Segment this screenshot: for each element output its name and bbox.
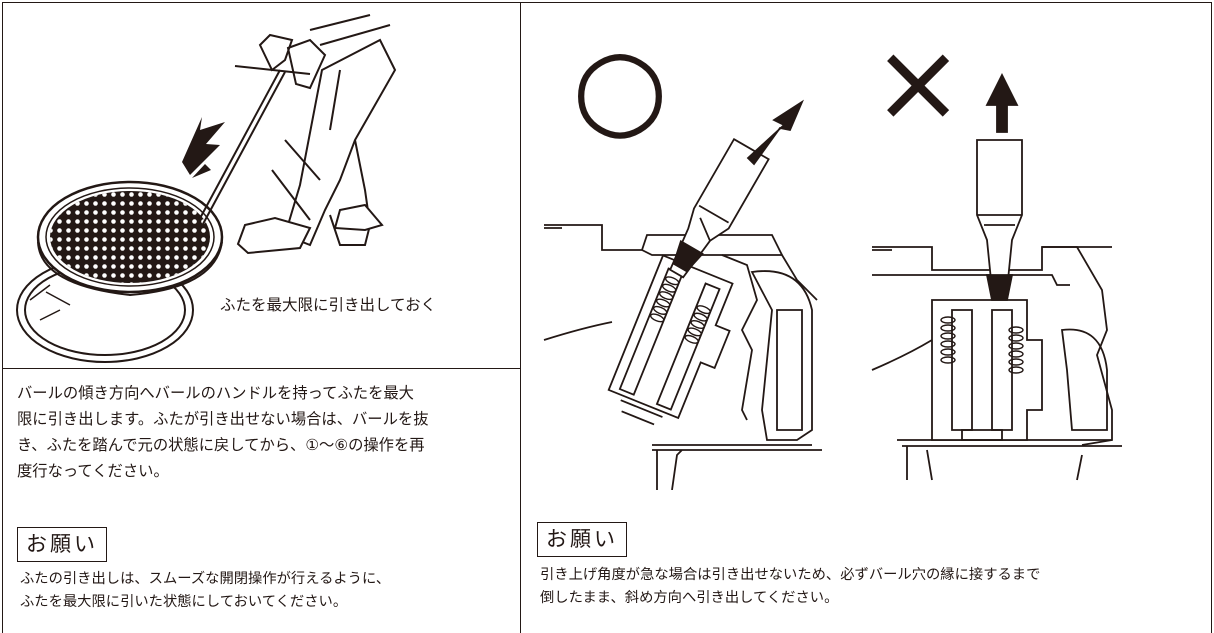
correct-direction-arrow xyxy=(746,99,804,166)
request-label-right: お願い xyxy=(537,522,627,557)
request-text-left: ふたの引き出しは、スムーズな開閉操作が行えるように、 ふたを最大限に引いた状態に… xyxy=(20,568,390,613)
wrong-angle-diagram xyxy=(871,72,1122,481)
instruction-line: 限に引き出します。ふたが引き出せない場合は、バールを抜 xyxy=(17,410,429,428)
wrong-mark-icon: × xyxy=(872,18,964,146)
worker-figure xyxy=(236,14,397,255)
request-label-left: お願い xyxy=(17,527,107,562)
note-line: 倒したまま、斜め方向へ引き出してください。 xyxy=(540,589,839,606)
note-line: 引き上げ角度が急な場合は引き出せないため、必ずバール穴の縁に接するまで xyxy=(540,567,1041,583)
note-line: ふたの引き出しは、スムーズな開閉操作が行えるように、 xyxy=(20,571,391,587)
wrong-direction-arrow xyxy=(985,72,1019,133)
instruction-text: バールの傾き方向へバールのハンドルを持ってふたを最大 限に引き出します。ふたが引… xyxy=(17,380,517,484)
note-line: ふたを最大限に引いた状態にしておいてください。 xyxy=(20,593,348,610)
left-panel-divider xyxy=(2,368,521,369)
pull-caption: ふたを最大限に引き出しておく xyxy=(220,296,436,314)
request-text-right: 引き上げ角度が急な場合は引き出せないため、必ずバール穴の縁に接するまで 倒したま… xyxy=(540,564,1040,609)
instruction-line: 度行なってください。 xyxy=(17,462,169,480)
correct-mark-icon: ○ xyxy=(572,23,668,151)
correct-wrong-comparison-illustration: ○ × xyxy=(543,18,1122,490)
manhole-cover-pull-illustration: ふたを最大限に引き出しておく xyxy=(16,14,436,363)
correct-angle-diagram xyxy=(543,99,822,490)
pull-direction-arrow xyxy=(182,117,225,178)
right-panel xyxy=(520,2,1212,633)
manhole-cover xyxy=(36,180,224,297)
instruction-line: き、ふたを踏んで元の状態に戻してから、①〜⑥の操作を再 xyxy=(17,436,425,454)
instruction-line: バールの傾き方向へバールのハンドルを持ってふたを最大 xyxy=(17,384,414,402)
